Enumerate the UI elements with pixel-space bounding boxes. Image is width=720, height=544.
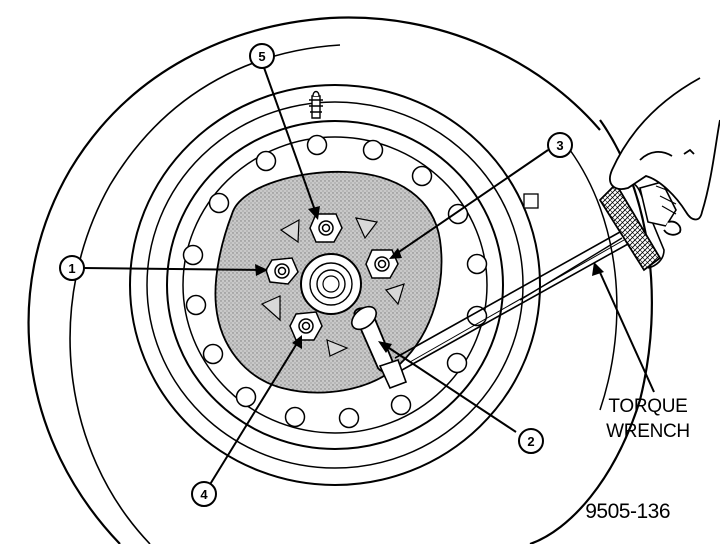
- torque-wrench: [351, 180, 677, 390]
- torque-wrench-label: TORQUE WRENCH: [606, 396, 690, 442]
- lug-nut-1: [265, 257, 299, 285]
- callout-4-label: 4: [200, 487, 208, 502]
- callout-5-label: 5: [258, 49, 265, 64]
- technician-hand: [609, 77, 720, 236]
- lug-nut-3: [365, 249, 399, 279]
- lug-nut-4: [289, 311, 323, 341]
- valve-stem: [309, 90, 323, 119]
- tool-label-line2: WRENCH: [606, 421, 690, 442]
- leader-arrowheads: [255, 206, 604, 353]
- callout-1-label: 1: [68, 261, 75, 276]
- tool-label-line1: TORQUE: [608, 396, 687, 417]
- callout-2: 2: [518, 428, 544, 454]
- wheel-weight: [523, 193, 539, 209]
- callout-2-label: 2: [527, 434, 534, 449]
- callout-3: 3: [547, 132, 573, 158]
- lug-nut-5: [309, 213, 343, 243]
- figure-id: 9505-136: [585, 500, 670, 523]
- leader-lines: [82, 61, 655, 487]
- hub-embossing: [260, 217, 405, 357]
- callout-3-label: 3: [556, 138, 563, 153]
- callout-4: 4: [191, 481, 217, 507]
- vent-holes: [182, 134, 488, 429]
- center-bore: [300, 253, 362, 315]
- callout-1: 1: [59, 255, 85, 281]
- wheel-rim: [129, 84, 541, 486]
- callout-5: 5: [249, 43, 275, 69]
